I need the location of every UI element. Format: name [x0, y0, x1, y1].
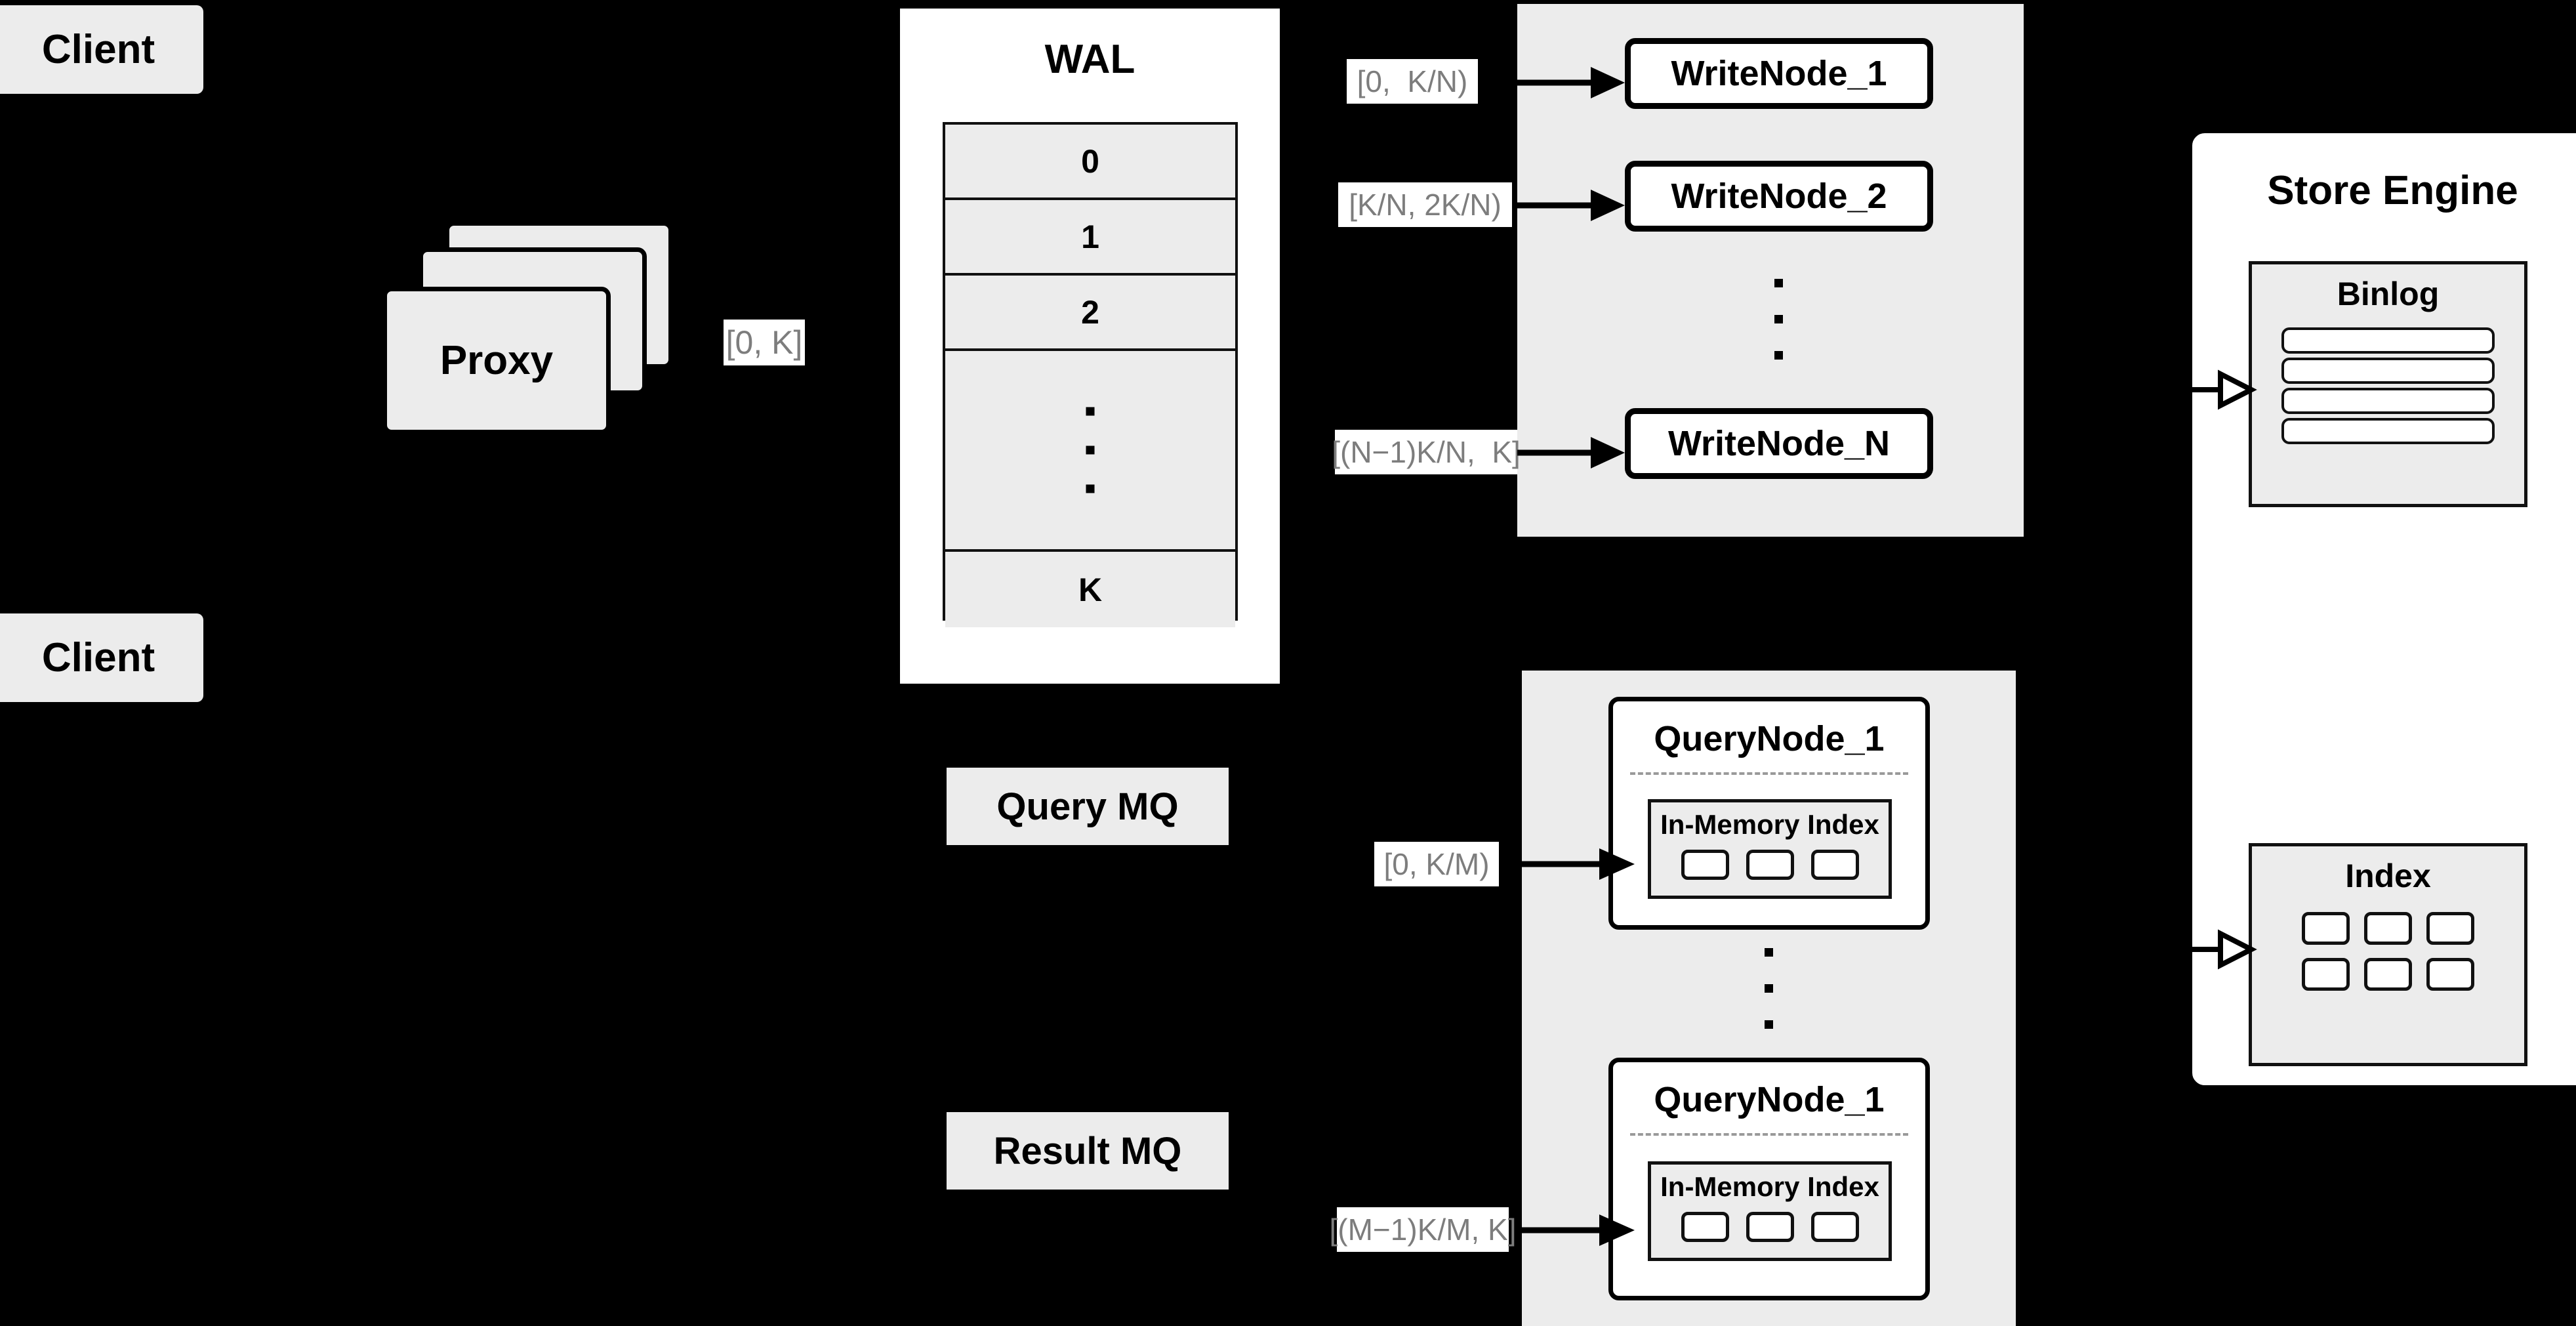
wal-row-1: 1 — [945, 200, 1235, 276]
write-node-n-label: WriteNode_N — [1667, 424, 1891, 463]
wal-row-2: 2 — [945, 276, 1235, 351]
index-chip — [2426, 958, 2474, 991]
binlog-entry-bar — [2281, 418, 2495, 444]
wal-row-k: K — [945, 552, 1235, 627]
wal-entry-table: 0 1 2 K — [943, 122, 1238, 627]
index-chip-row — [2302, 958, 2474, 991]
index-chip — [2364, 912, 2412, 945]
query-mq-node[interactable]: Query MQ — [947, 768, 1229, 845]
index-chip — [2302, 912, 2350, 945]
write-node-1[interactable]: WriteNode_1 — [1625, 38, 1933, 109]
edge-label-write-node-2: [K/N, 2K/N) — [1338, 182, 1512, 227]
wal-row-0: 0 — [945, 125, 1235, 200]
edge-label-query-node-1: [0, K/M) — [1374, 842, 1499, 886]
query-node-1-label: QueryNode_1 — [1654, 719, 1885, 758]
client-node-1-label: Client — [41, 27, 155, 72]
binlog-title: Binlog — [2337, 276, 2440, 312]
index-chip — [1681, 850, 1729, 880]
binlog-entry-bar — [2281, 388, 2495, 414]
query-cluster-vertical-ellipsis-icon — [1765, 948, 1773, 1029]
query-node-1-chip-row — [1651, 850, 1889, 880]
query-node-m-in-memory-index: In-Memory Index — [1648, 1161, 1892, 1261]
index-chip — [1746, 850, 1794, 880]
query-node-1-index-title: In-Memory Index — [1660, 809, 1879, 840]
binlog-entry-bar — [2281, 358, 2495, 384]
index-chip-grid — [2252, 912, 2524, 991]
edge-label-query-node-m: [(M−1)K/M, K] — [1330, 1207, 1517, 1252]
proxy-node[interactable]: Proxy — [382, 287, 611, 434]
index-chip — [2364, 958, 2412, 991]
result-mq-node[interactable]: Result MQ — [947, 1112, 1229, 1190]
index-chip — [1810, 1212, 1859, 1242]
query-node-m-divider — [1630, 1133, 1908, 1136]
proxy-label: Proxy — [440, 338, 554, 383]
edge-label-proxy-to-wal: [0, K] — [724, 320, 805, 365]
store-engine-title: Store Engine — [2267, 168, 2518, 213]
query-node-m-chip-row — [1651, 1212, 1889, 1242]
query-node-m-index-title: In-Memory Index — [1660, 1171, 1879, 1202]
binlog-entry-bar — [2281, 327, 2495, 354]
client-node-2-label: Client — [41, 635, 155, 680]
result-mq-label: Result MQ — [993, 1129, 1182, 1172]
binlog-box: Binlog — [2249, 261, 2527, 507]
query-node-1-divider — [1630, 772, 1908, 775]
wal-row-ellipsis — [945, 351, 1235, 552]
arrow-to-write-node-n — [1517, 437, 1625, 468]
query-node-1-in-memory-index: In-Memory Index — [1648, 799, 1892, 899]
write-node-2[interactable]: WriteNode_2 — [1625, 161, 1933, 232]
index-chip — [1810, 850, 1859, 880]
write-node-n[interactable]: WriteNode_N — [1625, 408, 1933, 479]
client-node-1[interactable]: Client — [0, 5, 203, 94]
edge-label-write-node-1: [0, K/N) — [1347, 59, 1478, 104]
arrow-to-write-node-2 — [1517, 190, 1625, 221]
index-title: Index — [2345, 858, 2431, 894]
arrow-to-query-node-1 — [1522, 848, 1635, 880]
write-node-2-label: WriteNode_2 — [1671, 176, 1887, 216]
write-node-1-label: WriteNode_1 — [1671, 54, 1887, 93]
client-node-2[interactable]: Client — [0, 613, 203, 702]
wal-vertical-ellipsis-icon — [1086, 407, 1095, 493]
arrow-to-binlog — [2188, 369, 2257, 410]
index-box: Index — [2249, 843, 2527, 1066]
edge-label-write-node-n: [(N−1)K/N, K] — [1332, 430, 1521, 474]
write-cluster-vertical-ellipsis-icon — [1774, 279, 1783, 360]
arrow-to-index — [2188, 929, 2257, 970]
wal-title: WAL — [1044, 37, 1135, 82]
query-mq-label: Query MQ — [996, 785, 1179, 828]
index-chip — [2426, 912, 2474, 945]
index-chip-row — [2302, 912, 2474, 945]
index-chip — [2302, 958, 2350, 991]
query-node-m-label: QueryNode_1 — [1654, 1080, 1885, 1119]
index-chip — [1681, 1212, 1729, 1242]
arrow-to-write-node-1 — [1517, 67, 1625, 98]
index-chip — [1746, 1212, 1794, 1242]
arrow-to-query-node-m — [1522, 1214, 1635, 1246]
